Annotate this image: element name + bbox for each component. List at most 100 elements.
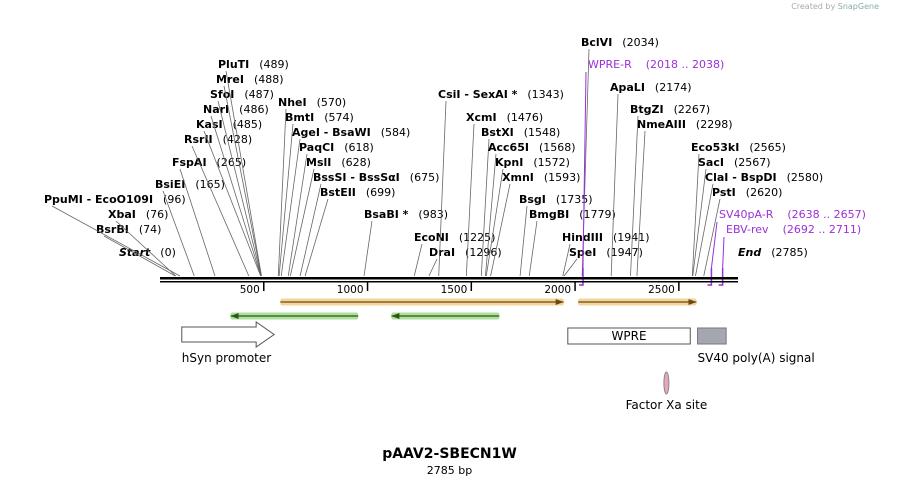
- site-label: NarI: [203, 103, 229, 116]
- orf-2: [578, 298, 697, 306]
- site-leader: [562, 243, 571, 277]
- site-position: (1941): [613, 231, 650, 244]
- site-bsiei: BsiEI(165): [155, 178, 225, 277]
- backbone-bottom: [160, 281, 738, 283]
- site-bmgbi: BmgBI(1779): [528, 208, 616, 277]
- ruler-label: 2000: [544, 284, 571, 296]
- site-nmeaiii: NmeAIII(2298): [636, 118, 733, 277]
- site-label: NmeAIII: [637, 118, 686, 131]
- site-label: PstI: [712, 186, 736, 199]
- site-leader: [299, 183, 322, 277]
- site-position: (574): [324, 111, 354, 124]
- site-position: (570): [317, 96, 347, 109]
- primer-position: (2692 .. 2711): [783, 223, 862, 236]
- primer-label: SV40pA-R: [719, 208, 774, 221]
- site-csii-sexai: CsiI - SexAI *(1343): [438, 88, 564, 277]
- site-nhei: NheI (570): [277, 96, 347, 277]
- site-acc65i: Acc65I(1568): [485, 141, 576, 277]
- site-position: (983): [418, 208, 448, 221]
- site-start: Start(0): [119, 246, 176, 259]
- site-leader: [485, 153, 497, 277]
- credit-prefix: Created by: [791, 2, 836, 11]
- site-position: (2034): [622, 36, 659, 49]
- site-position: (1572): [533, 156, 570, 169]
- site-kasi: KasI(485): [196, 118, 263, 277]
- site-position: (1225): [459, 231, 496, 244]
- site-leader: [413, 243, 423, 277]
- site-rsrii: RsrII(428): [184, 133, 253, 277]
- orf-arrowhead: [230, 313, 239, 319]
- site-position: (428): [223, 133, 253, 146]
- site-position: (675): [410, 171, 440, 184]
- site-position: (489): [259, 58, 289, 71]
- site-drai: DraI(1296): [428, 246, 502, 277]
- site-nari: NarI(486): [203, 103, 269, 277]
- site-position: (1548): [524, 126, 561, 139]
- site-label: XcmI: [466, 111, 497, 124]
- ruler-label: 1000: [337, 284, 364, 296]
- site-leader: [692, 168, 707, 277]
- site-position: (2785): [771, 246, 808, 259]
- site-position: (2174): [655, 81, 692, 94]
- primer-arrow: [578, 268, 584, 286]
- site-position: (0): [160, 246, 176, 259]
- site-position: (76): [146, 208, 169, 221]
- site-leader: [115, 220, 177, 277]
- primer-arrow: [707, 268, 713, 286]
- site-label: XbaI: [108, 208, 136, 221]
- site-leader: [691, 153, 700, 277]
- orf-arrowhead: [391, 313, 400, 319]
- site-label: BsaBI *: [364, 208, 409, 221]
- site-leader: [485, 168, 504, 277]
- ruler-label: 500: [240, 284, 260, 296]
- site-position: (488): [254, 73, 284, 86]
- backbone-top: [160, 277, 738, 280]
- site-bsssi-bsss-i: BssSI - BssSαI(675): [299, 171, 440, 277]
- site-sfoi: SfoI(487): [210, 88, 274, 277]
- primer-label: WPRE-R: [588, 58, 632, 71]
- site-label: SfoI: [210, 88, 234, 101]
- site-position: (2267): [674, 103, 711, 116]
- site-label: BtgZI: [630, 103, 664, 116]
- site-xbai: XbaI (76): [108, 208, 177, 277]
- site-position: (1779): [579, 208, 616, 221]
- feature-hsyn-promoter: hSyn promoter: [181, 321, 276, 365]
- site-fspai: FspAI(265): [172, 156, 246, 277]
- site-label: NheI: [278, 96, 307, 109]
- primer-position: (2638 .. 2657): [787, 208, 866, 221]
- site-leader: [610, 93, 619, 277]
- feature-factor-xa-site: Factor Xa site: [626, 371, 707, 412]
- feature-shape: [567, 327, 691, 345]
- credit-brand: SnapGene: [837, 2, 879, 11]
- site-position: (2620): [746, 186, 783, 199]
- site-position: (699): [366, 186, 396, 199]
- feature-label: hSyn promoter: [182, 351, 271, 365]
- site-label: BsgI: [519, 193, 546, 206]
- site-leader: [203, 130, 262, 277]
- site-leader: [103, 235, 176, 277]
- site-label: DraI: [429, 246, 455, 259]
- site-position: (1735): [556, 193, 593, 206]
- site-leader: [223, 85, 262, 277]
- plasmid-length: 2785 bp: [426, 464, 473, 477]
- site-leader: [191, 145, 250, 277]
- site-position: (485): [233, 118, 263, 131]
- site-label: ClaI - BspDI: [705, 171, 777, 184]
- site-leader: [162, 190, 195, 277]
- site-leader: [438, 100, 447, 277]
- site-ppumi-ecoo109i: PpuMI - EcoO109I(96): [44, 193, 186, 277]
- site-leader: [51, 205, 181, 277]
- ruler-label: 2500: [648, 284, 675, 296]
- primer-label: EBV-rev: [726, 223, 769, 236]
- site-position: (2580): [787, 171, 824, 184]
- site-label: EcoNI: [414, 231, 449, 244]
- primer-position: (2018 .. 2038): [646, 58, 725, 71]
- site-label: CsiI - SexAI *: [438, 88, 518, 101]
- primer-sv40pa-r: SV40pA-R (2638 .. 2657): [707, 208, 866, 286]
- feature-shape: [697, 327, 727, 345]
- site-xcmi: XcmI(1476): [465, 111, 543, 277]
- site-leader: [217, 100, 262, 277]
- site-leader: [280, 138, 301, 277]
- site-label: BstEII: [320, 186, 356, 199]
